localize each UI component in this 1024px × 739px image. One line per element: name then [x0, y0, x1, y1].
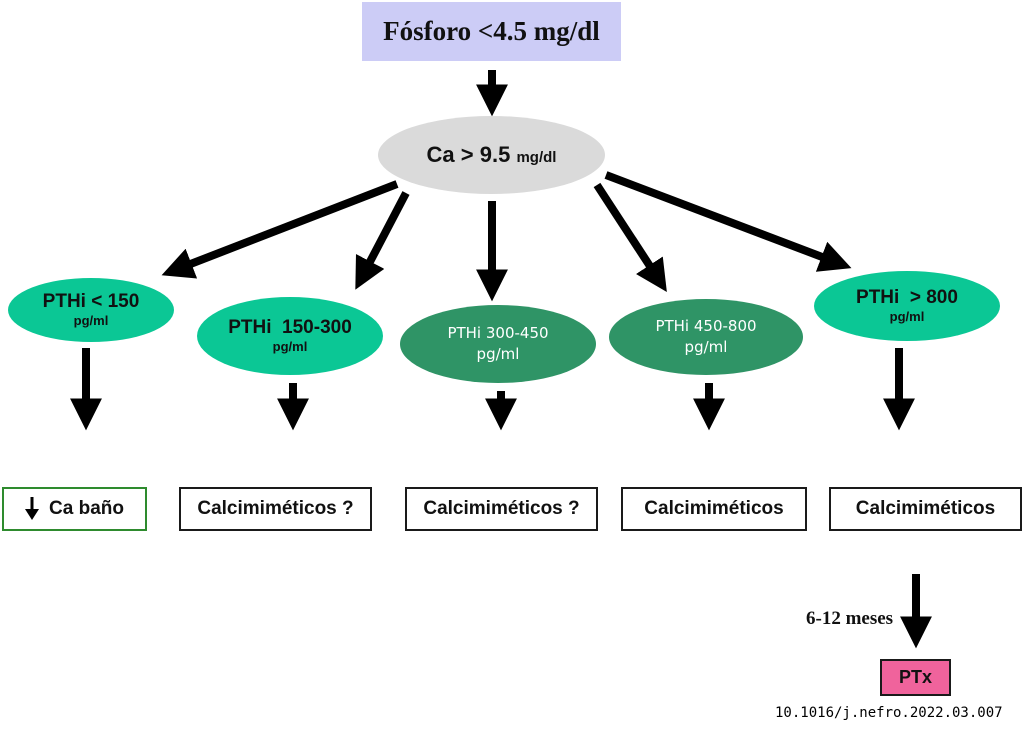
- treatment-ca-bath: Ca baño: [2, 487, 147, 531]
- pth-node-unit: pg/ml: [476, 345, 520, 363]
- root-label: Fósforo <4.5 mg/dl: [383, 16, 600, 46]
- followup-duration-label: 6-12 meses: [806, 608, 894, 629]
- arrow-calcium-to-pth-0: [161, 180, 399, 279]
- treatment-calcimimetics-maybe: Calcimiméticos ?: [405, 487, 598, 531]
- final-label: PTx: [898, 667, 932, 687]
- treatment-label: Calcimiméticos ?: [423, 498, 580, 519]
- treatment-label: Calcimiméticos ?: [197, 498, 354, 519]
- parathyroidectomy-node: PTx: [880, 659, 951, 696]
- pth-node-label: PTHi 450-800: [655, 316, 757, 335]
- pth-node-label: PTHi > 800: [856, 286, 958, 308]
- treatment-calcimimetics: Calcimiméticos: [621, 487, 807, 531]
- treatment-calcimimetics: Calcimiméticos: [829, 487, 1022, 531]
- treatment-label: Calcimiméticos: [855, 498, 996, 519]
- calcium-node: Ca > 9.5 mg/dl: [378, 116, 605, 194]
- pth-node-label: PTHi 300-450: [447, 323, 549, 342]
- pth-node-150-300: PTHi 150-300 pg/ml: [197, 297, 383, 375]
- down-arrow-icon: [25, 497, 40, 520]
- calcium-unit: mg/dl: [516, 149, 557, 167]
- doi-citation: 10.1016/j.nefro.2022.03.007: [775, 705, 1003, 721]
- pth-node-450-800: PTHi 450-800 pg/ml: [609, 299, 803, 375]
- arrow-calcium-to-pth-4: [604, 171, 852, 272]
- calcium-label: Ca > 9.5: [426, 142, 511, 168]
- pth-node-lt-150: PTHi < 150 pg/ml: [8, 278, 174, 342]
- phosphorus-root-node: Fósforo <4.5 mg/dl: [362, 2, 621, 61]
- pth-node-300-450: PTHi 300-450 pg/ml: [400, 305, 596, 383]
- pth-node-label: PTHi < 150: [42, 290, 140, 312]
- pth-node-unit: pg/ml: [272, 339, 308, 355]
- pth-node-unit: pg/ml: [889, 309, 925, 325]
- arrow-calcium-to-pth-1: [355, 191, 410, 290]
- treatment-label: Calcimiméticos: [644, 498, 784, 519]
- arrow-calcium-to-pth-3: [593, 182, 667, 293]
- pth-node-unit: pg/ml: [684, 338, 728, 356]
- treatment-label: Ca baño: [49, 498, 124, 519]
- treatment-calcimimetics-maybe: Calcimiméticos ?: [179, 487, 372, 531]
- pth-node-unit: pg/ml: [73, 313, 109, 329]
- pth-node-gt-800: PTHi > 800 pg/ml: [814, 271, 1000, 341]
- pth-node-label: PTHi 150-300: [228, 316, 352, 338]
